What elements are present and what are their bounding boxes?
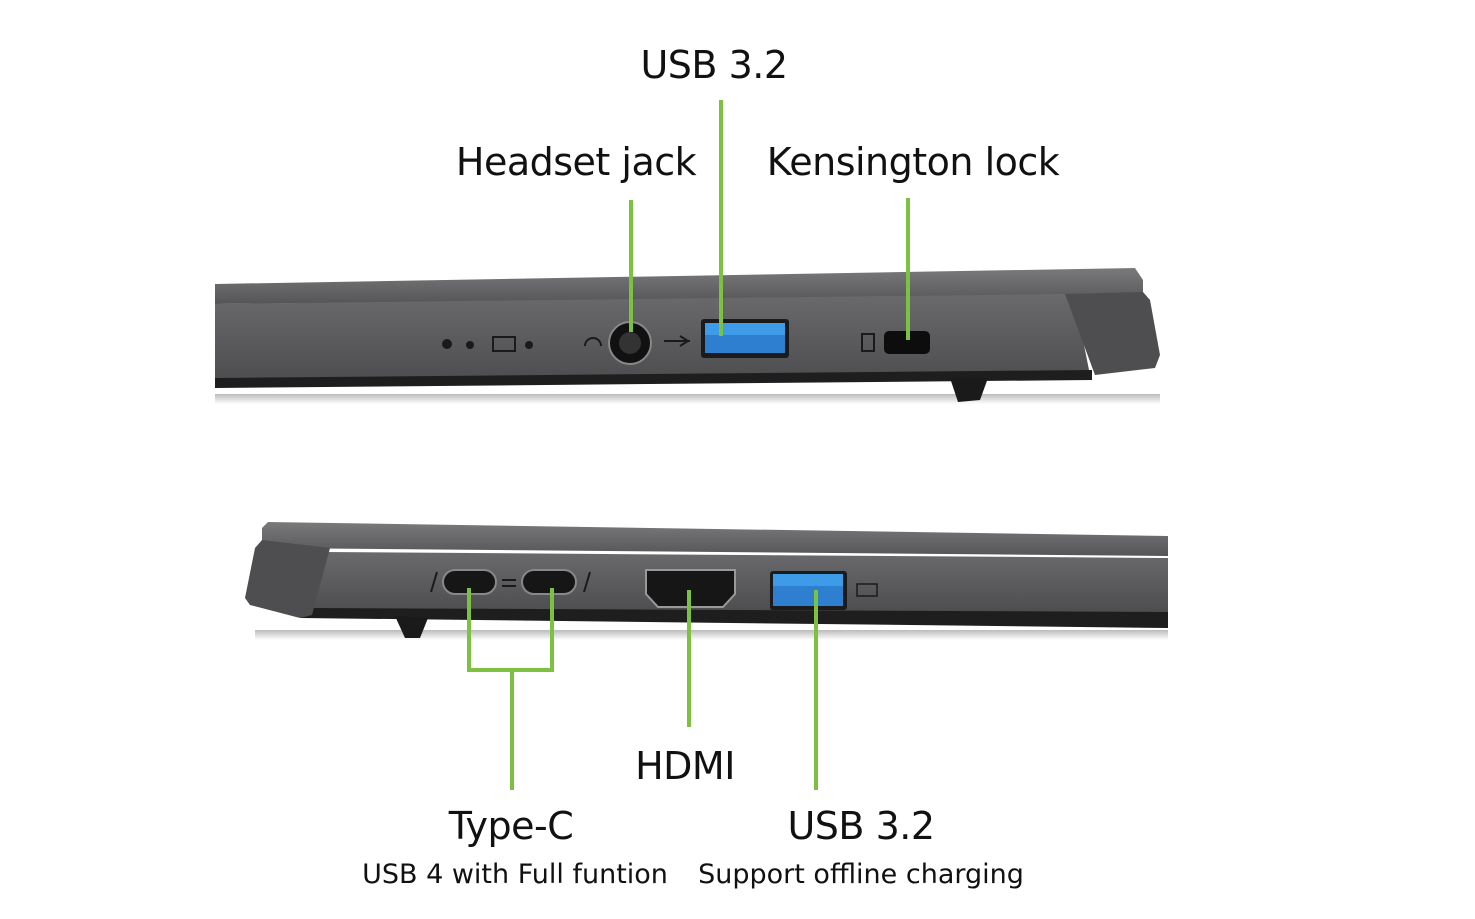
usb-symbol-icon: [664, 335, 690, 347]
led-dot: [466, 341, 474, 349]
thunderbolt-icon: [430, 571, 591, 593]
label-usb-top: USB 3.2: [640, 43, 788, 87]
label-typec-sub: USB 4 with Full funtion: [362, 859, 668, 890]
power-led-icon: [442, 339, 452, 349]
typec-port-2: [521, 569, 577, 595]
kensington-icon: [861, 333, 875, 352]
kensington-slot: [884, 331, 930, 354]
headset-icon: [584, 337, 602, 347]
lid: [215, 268, 1143, 304]
laptop-right-side: [215, 268, 1160, 404]
usb-charge-icon: [856, 583, 878, 597]
foot: [950, 378, 988, 402]
front-face: [215, 294, 1090, 385]
label-kensington-lock: Kensington lock: [766, 140, 1060, 184]
label-usb-bottom: USB 3.2: [787, 804, 935, 848]
laptop-left-side: [245, 522, 1168, 640]
bottom-edge: [215, 370, 1092, 388]
label-headset-jack: Headset jack: [455, 140, 697, 184]
hinge: [1065, 292, 1160, 375]
label-hdmi: HDMI: [635, 744, 735, 788]
hinge: [245, 540, 330, 618]
indicator-icons: [442, 336, 533, 352]
shadow: [215, 394, 1160, 404]
battery-icon: [492, 336, 516, 352]
hdmi-port: [645, 569, 736, 608]
led-dot: [525, 341, 533, 349]
label-usb-bottom-sub: Support offline charging: [698, 859, 1024, 890]
label-typec: Type-C: [448, 804, 574, 848]
foot: [395, 616, 428, 638]
leader-lines: [467, 100, 910, 790]
